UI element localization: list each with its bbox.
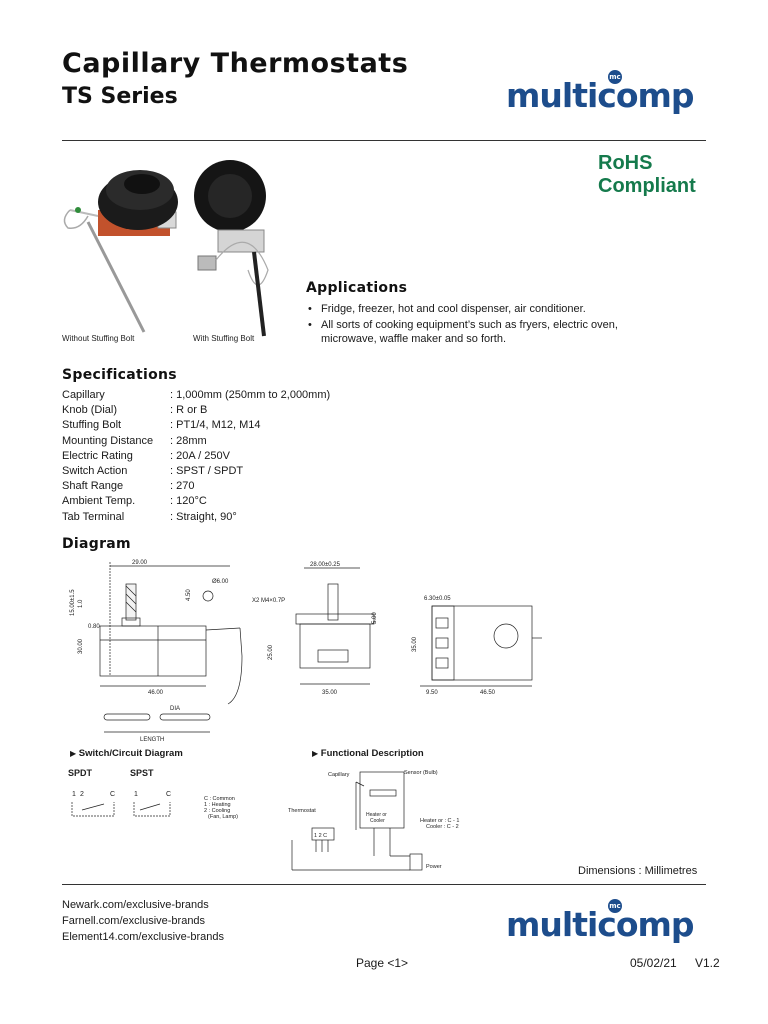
rohs-line1: RoHS [598, 152, 653, 174]
svg-text:46.50: 46.50 [480, 690, 496, 696]
svg-text:C : Common: C : Common [204, 796, 235, 802]
header-divider [62, 140, 706, 141]
list-item: •Fridge, freezer, hot and cool dispenser… [308, 303, 586, 315]
svg-text:6.30±0.05: 6.30±0.05 [424, 596, 451, 602]
page-title: Capillary Thermostats [62, 48, 409, 79]
footer-links: Newark.com/exclusive-brands Farnell.com/… [62, 897, 224, 945]
rohs-badge: RoHS Compliant [598, 152, 696, 198]
svg-text:46.00: 46.00 [148, 690, 164, 696]
svg-text:C: C [110, 791, 115, 798]
svg-text:Cooler : C - 2: Cooler : C - 2 [426, 824, 459, 830]
doc-version: V1.2 [695, 956, 720, 970]
rohs-line2: Compliant [598, 175, 696, 197]
front-view-drawing: 29.00 Ø6.00 4.50 15.00±1.5 1.0 0.80 30.0… [70, 560, 243, 743]
svg-text:C: C [166, 791, 171, 798]
svg-text:Thermostat: Thermostat [288, 808, 316, 814]
svg-text:4.50: 4.50 [186, 589, 192, 601]
multicomp-logo-footer: multicomp mc [506, 899, 695, 944]
functional-description-heading: ▶ Functional Description [312, 748, 424, 759]
page-number: Page <1> [356, 956, 409, 970]
svg-text:1: 1 [72, 791, 76, 798]
svg-text:Heater or : C - 1: Heater or : C - 1 [420, 818, 459, 824]
svg-text:LENGTH: LENGTH [140, 737, 164, 743]
svg-text:(Fan, Lamp): (Fan, Lamp) [208, 814, 238, 820]
logo-mark: mc [608, 70, 622, 84]
dimension-drawings: 29.00 Ø6.00 4.50 15.00±1.5 1.0 0.80 30.0… [70, 560, 542, 743]
side-view-drawing: 28.00±0.25 X2 M4×0.7P 5.00 25.00 35.00 [252, 562, 378, 696]
dimension-note: Dimensions : Millimetres [578, 865, 698, 877]
list-item-continuation: microwave, waffle maker and so forth. [321, 333, 507, 345]
svg-text:Power: Power [426, 864, 442, 870]
logo-text: multicomp [506, 76, 695, 115]
logo-mark: mc [608, 899, 622, 913]
link-farnell[interactable]: Farnell.com/exclusive-brands [62, 915, 206, 927]
switch-circuit-heading: ▶ Switch/Circuit Diagram [70, 748, 183, 759]
svg-text:15.00±1.5: 15.00±1.5 [70, 589, 76, 616]
table-row: Mounting Distance: 28mm [62, 434, 207, 447]
doc-date: 05/02/21 [630, 956, 677, 970]
arrow-icon: ▶ [312, 749, 319, 758]
table-row: Capillary: 1,000mm (250mm to 2,000mm) [62, 389, 331, 401]
table-row: Shaft Range: 270 [62, 480, 195, 493]
svg-text:Sensor (Bulb): Sensor (Bulb) [404, 770, 438, 776]
caption-with-bolt: With Stuffing Bolt [193, 334, 255, 343]
specifications-heading: Specifications [62, 367, 177, 383]
svg-text:28.00±0.25: 28.00±0.25 [310, 562, 341, 568]
thermostat-photo-right [194, 160, 269, 337]
svg-text:9.50: 9.50 [426, 690, 438, 696]
product-photos [63, 160, 269, 337]
table-row: Tab Terminal: Straight, 90° [62, 510, 237, 523]
svg-text:5.00: 5.00 [372, 612, 378, 624]
applications-list: •Fridge, freezer, hot and cool dispenser… [306, 302, 706, 348]
bullet: • [308, 319, 312, 331]
thermostat-photo-left [63, 170, 178, 333]
specifications-table: Capillary: 1,000mm (250mm to 2,000mm) Kn… [62, 389, 330, 526]
svg-text:Cooler: Cooler [370, 818, 385, 824]
svg-text:1: 1 [134, 791, 138, 798]
svg-text:35.00: 35.00 [322, 690, 338, 696]
table-row: Stuffing Bolt: PT1/4, M12, M14 [62, 419, 261, 432]
svg-text:X2 M4×0.7P: X2 M4×0.7P [252, 598, 285, 604]
caption-without-bolt: Without Stuffing Bolt [62, 334, 135, 343]
link-newark[interactable]: Newark.com/exclusive-brands [62, 899, 209, 911]
table-row: Switch Action: SPST / SPDT [62, 464, 244, 477]
svg-text:30.00: 30.00 [78, 638, 84, 654]
svg-text:SPST: SPST [130, 768, 154, 778]
svg-text:25.00: 25.00 [268, 644, 274, 660]
multicomp-logo: multicomp mc [506, 70, 695, 115]
svg-text:DIA: DIA [170, 706, 180, 712]
svg-text:35.00: 35.00 [412, 636, 418, 652]
svg-text:0.80: 0.80 [88, 624, 100, 630]
arrow-icon: ▶ [70, 749, 77, 758]
footer-divider [62, 884, 706, 885]
table-row: Electric Rating: 20A / 250V [62, 449, 230, 462]
svg-text:1 : Heating: 1 : Heating [204, 802, 231, 808]
circuit-diagrams: SPDT SPST 1 2 C 1 C C : Common 1 : Heati… [68, 768, 459, 871]
svg-text:2: 2 [80, 791, 84, 798]
table-row: Ambient Temp.: 120°C [62, 495, 207, 508]
svg-text:1 2 C: 1 2 C [314, 833, 327, 839]
page-subtitle: TS Series [62, 84, 178, 109]
list-item: •All sorts of cooking equipment’s such a… [308, 319, 618, 331]
svg-text:1.0: 1.0 [78, 599, 84, 608]
top-view-drawing: 6.30±0.05 35.00 9.50 46.50 [412, 596, 542, 696]
applications-heading: Applications [306, 280, 408, 296]
bullet: • [308, 303, 312, 315]
svg-text:29.00: 29.00 [132, 560, 148, 566]
svg-text:SPDT: SPDT [68, 768, 93, 778]
diagram-heading: Diagram [62, 536, 131, 552]
svg-text:2 : Cooling: 2 : Cooling [204, 808, 230, 814]
svg-text:Heater or: Heater or [366, 812, 387, 818]
table-row: Knob (Dial): R or B [62, 404, 208, 417]
link-element14[interactable]: Element14.com/exclusive-brands [62, 931, 225, 943]
logo-text: multicomp [506, 905, 695, 944]
svg-text:Capillary: Capillary [328, 772, 350, 778]
svg-text:Ø6.00: Ø6.00 [212, 579, 229, 585]
